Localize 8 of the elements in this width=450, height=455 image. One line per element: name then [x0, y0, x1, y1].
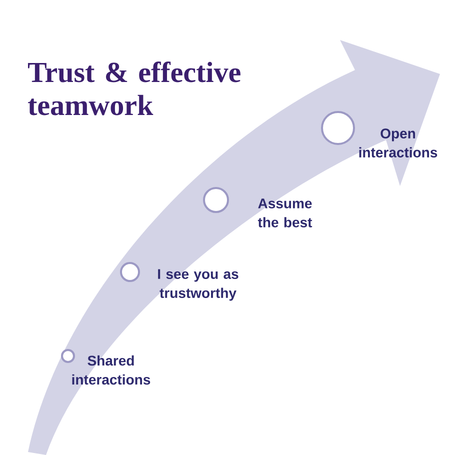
- milestone-circle: [61, 349, 75, 363]
- milestone-circle: [321, 111, 355, 145]
- milestone-label: Assume the best: [258, 198, 312, 228]
- milestone-label: Shared interactions: [72, 355, 150, 385]
- milestone-label: I see you as trustworthy: [158, 269, 238, 301]
- milestone-circle: [120, 262, 140, 282]
- milestone-label: Open interactions: [359, 128, 438, 158]
- title: Trust & effective teamwork: [28, 62, 240, 116]
